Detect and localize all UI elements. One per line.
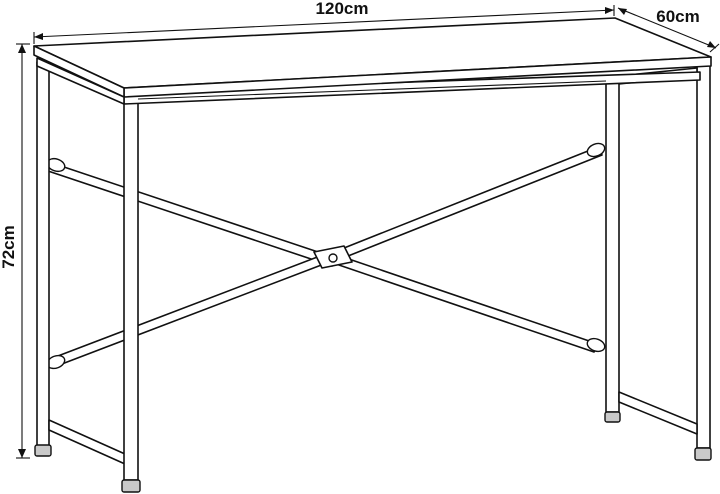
back-right-leg bbox=[604, 79, 621, 423]
back-left-leg bbox=[34, 61, 52, 457]
width-label: 120cm bbox=[316, 0, 369, 18]
brace-center-joint bbox=[313, 245, 353, 269]
height-label: 72cm bbox=[0, 225, 18, 268]
brace-cap-upper-right bbox=[586, 142, 606, 158]
depth-label: 60cm bbox=[656, 7, 699, 26]
center-bolt bbox=[328, 253, 338, 263]
left-top-rail bbox=[36, 57, 125, 105]
brace-end-caps bbox=[46, 142, 606, 370]
left-bottom-rail bbox=[48, 419, 126, 465]
front-right-leg bbox=[694, 63, 712, 461]
width-dimension: 120cm bbox=[33, 0, 615, 44]
table-top bbox=[33, 17, 712, 98]
front-left-leg bbox=[121, 95, 141, 493]
depth-dimension: 60cm bbox=[617, 7, 720, 53]
right-bottom-rail bbox=[618, 391, 698, 435]
brace-cap-lower-right bbox=[586, 337, 606, 353]
height-dimension: 72cm bbox=[0, 43, 30, 459]
